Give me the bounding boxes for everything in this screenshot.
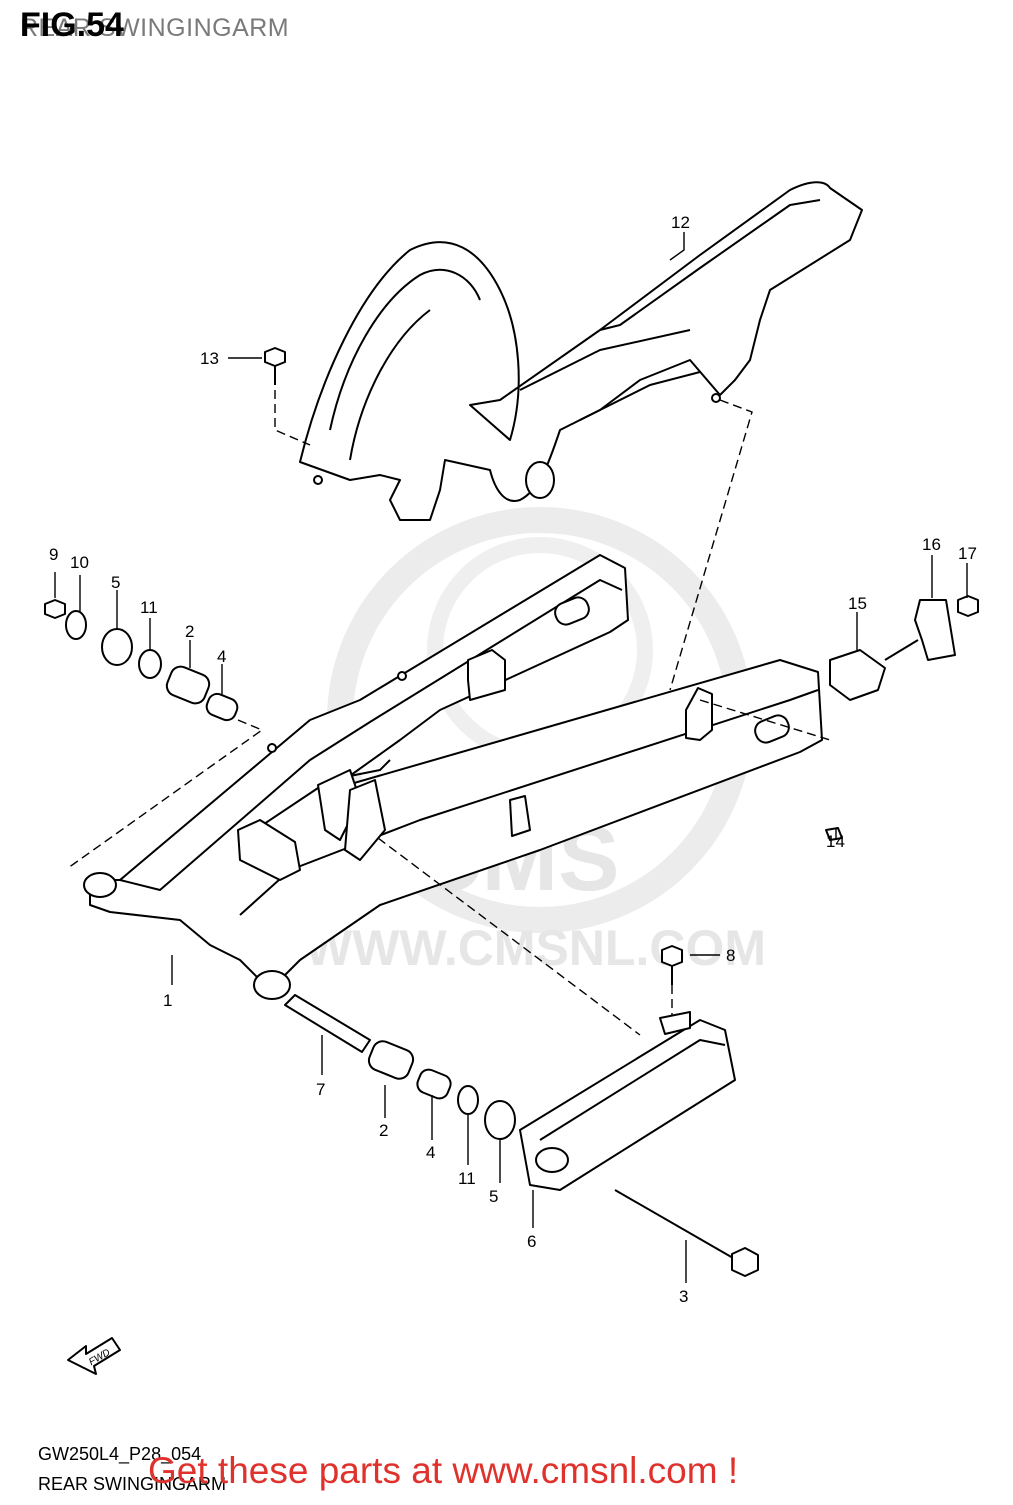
callout-6: 6	[527, 1232, 536, 1251]
callout-8: 8	[726, 946, 735, 965]
footer-section-title: REAR SWINGINGARM	[38, 1474, 227, 1494]
callout-7: 7	[316, 1080, 325, 1099]
callout-1: 1	[163, 991, 172, 1010]
chain-case	[299, 181, 863, 521]
callout-11b: 11	[458, 1169, 476, 1188]
callout-12: 12	[671, 213, 690, 232]
callout-4: 4	[217, 647, 226, 666]
callout-17: 17	[958, 544, 977, 563]
callout-15: 15	[848, 594, 867, 613]
chain-buffer	[519, 1011, 736, 1191]
callout-3: 3	[679, 1287, 688, 1306]
callout-14: 14	[826, 832, 845, 851]
callout-5: 5	[111, 573, 120, 592]
diagram-code: GW250L4_P28_054	[38, 1444, 202, 1464]
callout-16: 16	[922, 535, 941, 554]
callout-11: 11	[140, 598, 158, 617]
small-parts	[44, 347, 979, 1277]
callout-2: 2	[185, 622, 194, 641]
leader-lines	[54, 232, 968, 1283]
pivot-shaft	[284, 994, 371, 1053]
fig-label: FIG.54	[20, 6, 124, 44]
watermark-url: WWW.CMSNL.COM	[305, 920, 766, 976]
callout-2b: 2	[379, 1121, 388, 1140]
promo-link[interactable]: Get these parts at www.cmsnl.com !	[148, 1450, 739, 1491]
callout-13: 13	[200, 349, 219, 368]
fwd-direction-arrow: FWD	[67, 1337, 121, 1375]
callout-labels: 1 2 3 4 5 6 7 8 9 10 11 12 13 14 15 16 1…	[49, 213, 977, 1306]
callout-4b: 4	[426, 1143, 435, 1162]
callout-9: 9	[49, 545, 58, 564]
callout-10: 10	[70, 553, 89, 572]
callout-5b: 5	[489, 1187, 498, 1206]
section-title: REAR SWINGINGARM	[20, 14, 290, 42]
